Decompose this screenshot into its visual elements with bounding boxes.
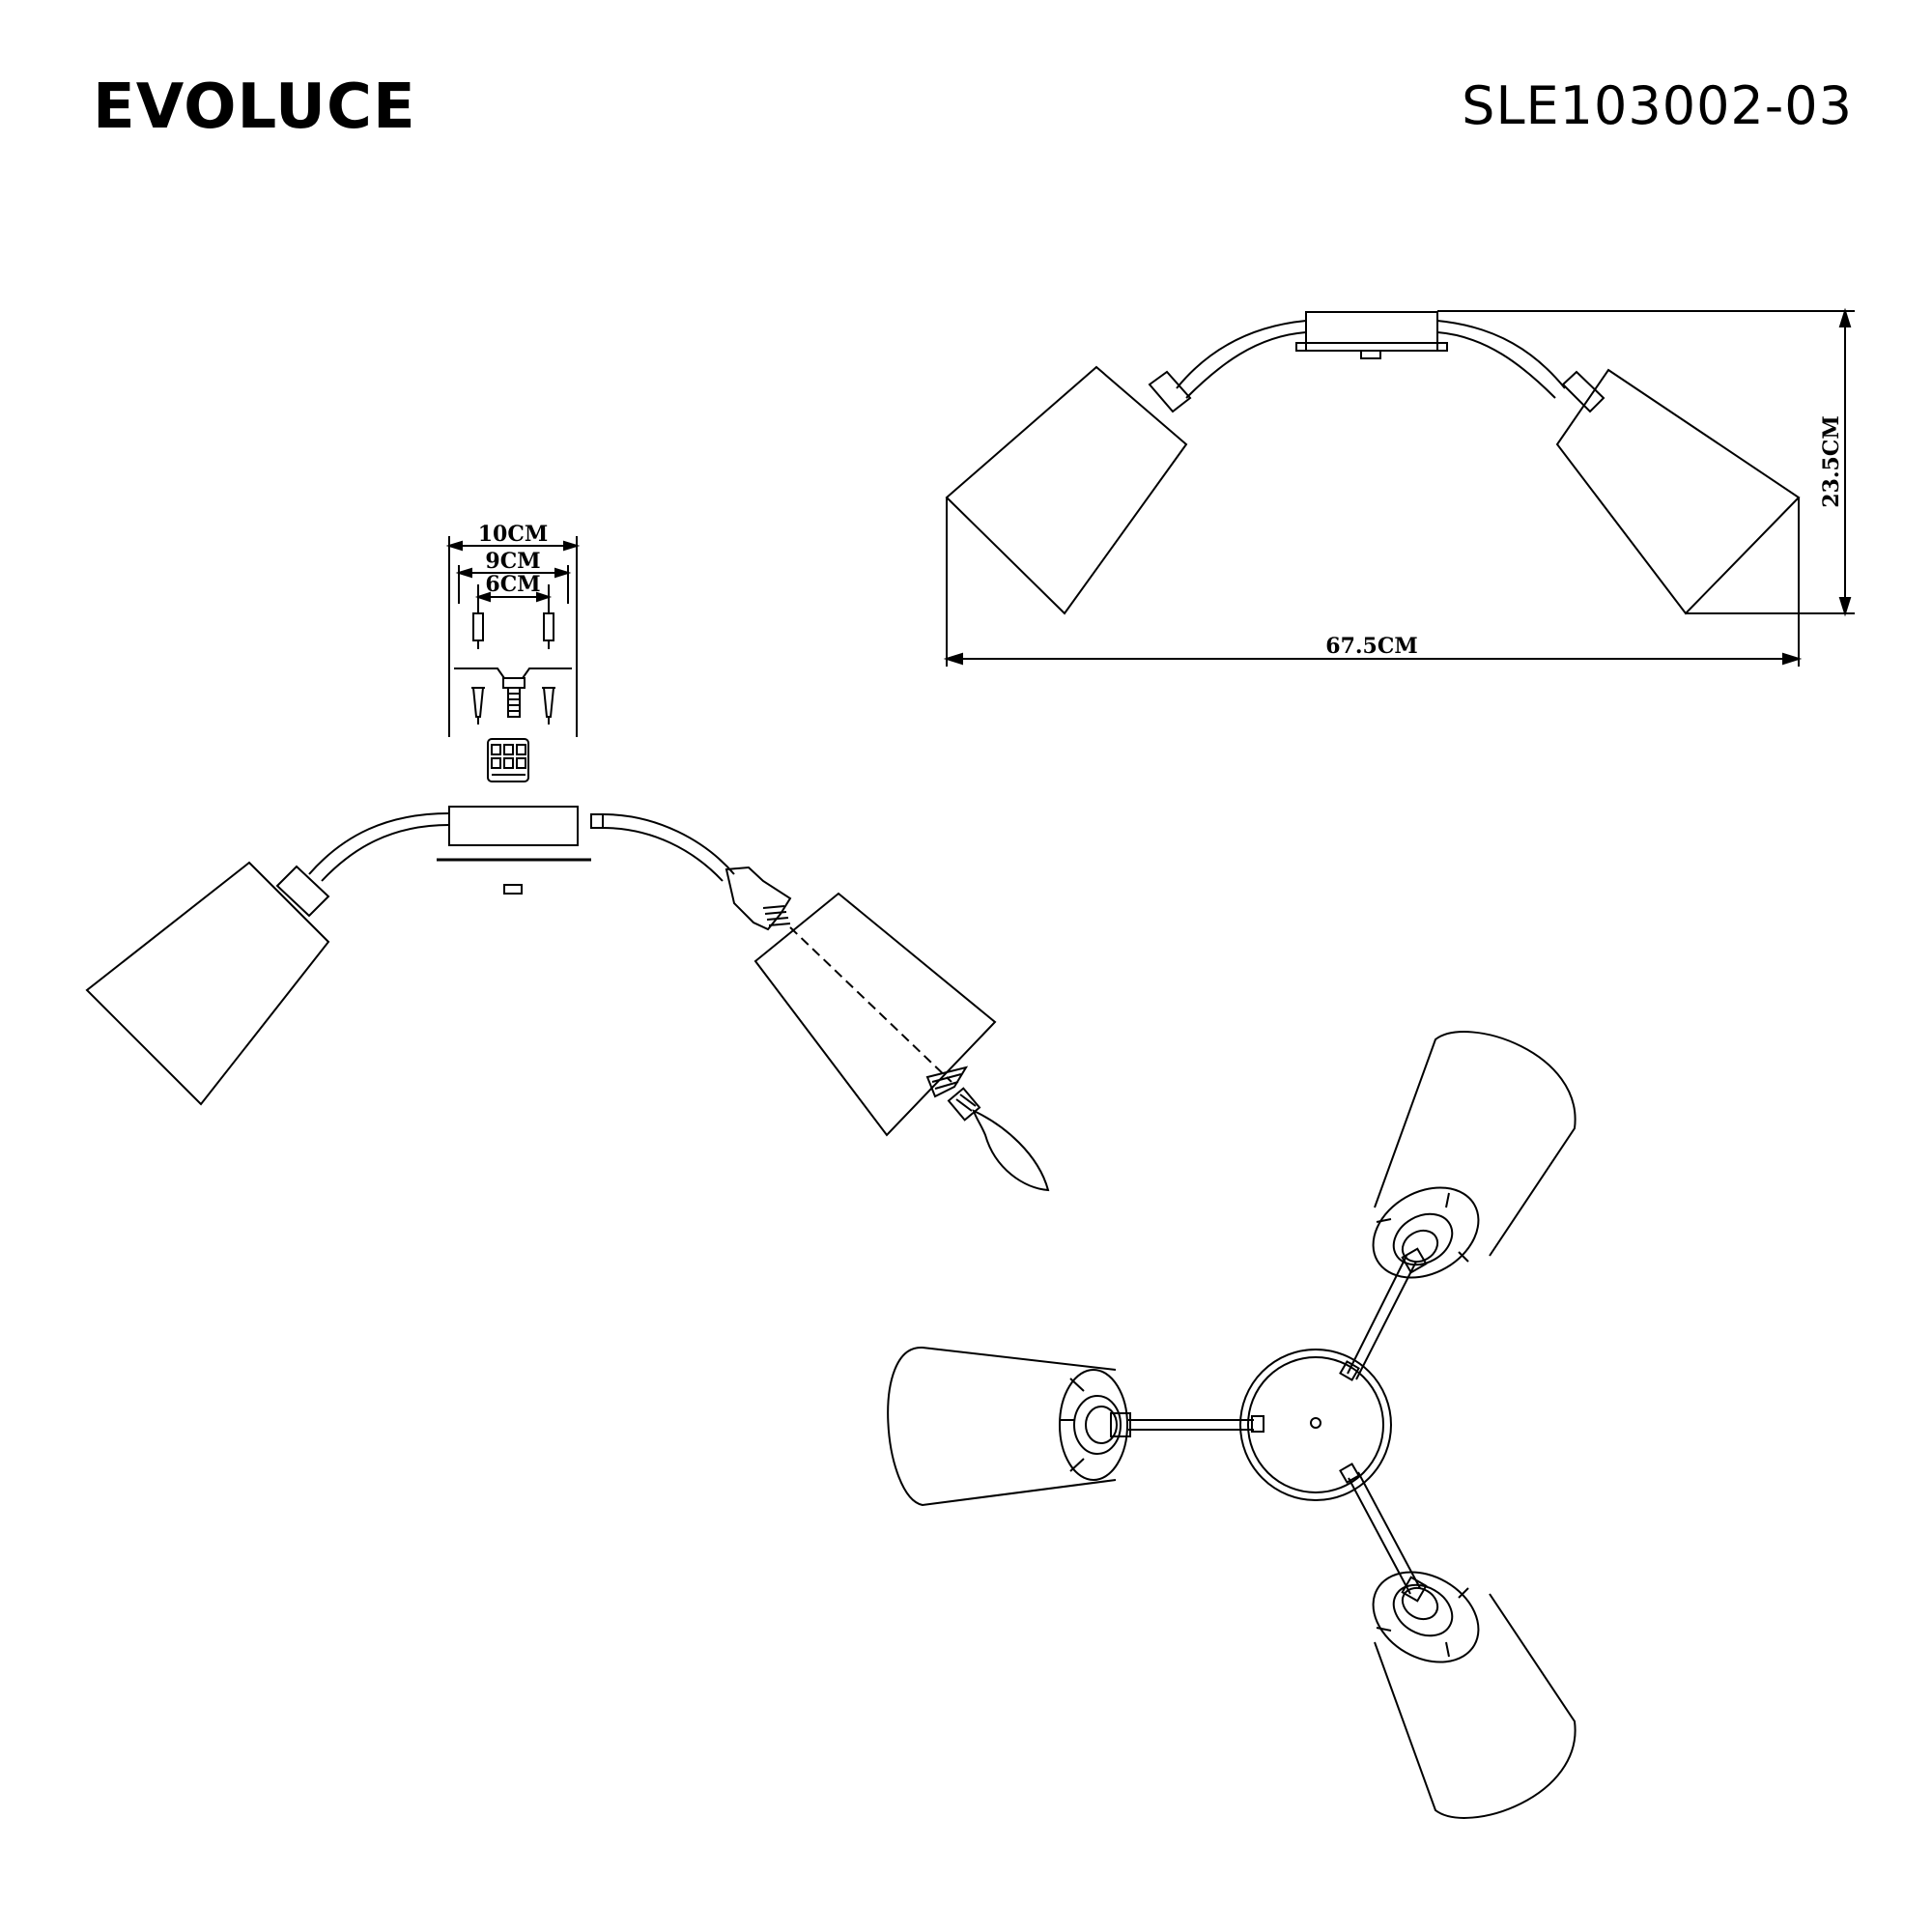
- candle-bulb: [949, 1089, 1048, 1190]
- bracket-arrow: [478, 593, 490, 601]
- bracket-dim-10-label: 10CM: [478, 522, 548, 547]
- bracket-dim-9-label: 9CM: [485, 549, 540, 574]
- model-number: SLE103002-03: [1462, 75, 1853, 136]
- mounting-bracket: [454, 668, 572, 678]
- exploded-right-shade: [755, 894, 995, 1135]
- exploded-canopy: [449, 807, 578, 845]
- front-view-right-socket: [1563, 372, 1604, 412]
- exploded-right-arm-inner: [603, 828, 723, 881]
- screw-left: [471, 688, 485, 724]
- dim-height-label: 23.5CM: [1819, 415, 1844, 507]
- dim-height-arrow-top: [1840, 311, 1850, 327]
- bottom-view-arm-top: [1340, 1256, 1416, 1380]
- bottom-view-shade-bottom: [1357, 1554, 1576, 1818]
- exploded-right-socket: [726, 867, 790, 929]
- front-view-canopy: [1306, 312, 1437, 351]
- front-view-left-arm: [1177, 321, 1306, 388]
- bracket-arrow: [564, 542, 577, 550]
- bottom-view-canopy-inner: [1248, 1357, 1383, 1492]
- bottom-view: [888, 1032, 1575, 1818]
- dim-width-arrow-right: [1783, 654, 1799, 664]
- exploded-right-arm: [603, 814, 734, 874]
- bottom-view-arm-left: [1128, 1416, 1264, 1432]
- front-view-left-socket: [1150, 372, 1190, 412]
- front-view-canopy-plate: [1296, 343, 1447, 351]
- dim-height-arrow-bottom: [1840, 598, 1850, 613]
- dim-width-label: 67.5CM: [1325, 634, 1417, 659]
- assembly-axis: [790, 927, 952, 1082]
- front-view: 67.5CM 23.5CM: [947, 311, 1855, 667]
- wall-plug-right: [544, 604, 554, 649]
- bracket-arrow: [555, 569, 568, 577]
- bottom-view-center-screw: [1311, 1418, 1321, 1428]
- exploded-left-socket: [277, 867, 328, 916]
- bottom-view-shade-top: [1357, 1032, 1576, 1295]
- exploded-left-arm: [309, 813, 449, 874]
- bottom-view-arm-bottom: [1340, 1463, 1420, 1594]
- bracket-arrow: [459, 569, 471, 577]
- front-view-canopy-screw: [1361, 351, 1380, 358]
- bracket-dim-6-label: 6CM: [485, 572, 540, 597]
- bottom-view-canopy-outer: [1240, 1350, 1391, 1500]
- exploded-left-arm-inner: [322, 825, 449, 881]
- front-view-right-arm-inner: [1437, 332, 1555, 398]
- socket-thread: [763, 906, 790, 925]
- exploded-left-shade: [87, 863, 328, 1104]
- shade-ring: [927, 1067, 966, 1096]
- front-view-right-arm: [1437, 321, 1565, 388]
- wall-plug-left: [473, 604, 483, 649]
- dim-width-arrow-left: [947, 654, 962, 664]
- bracket-arrow: [449, 542, 462, 550]
- front-view-right-shade: [1557, 370, 1799, 613]
- exploded-view: 10CM 9CM 6CM: [87, 522, 1048, 1190]
- bracket-arrow: [537, 593, 549, 601]
- exploded-canopy-screw: [504, 885, 522, 894]
- screw-right: [542, 688, 555, 724]
- threaded-rod: [508, 688, 520, 717]
- exploded-right-arm-cap: [591, 814, 603, 828]
- front-view-left-shade: [947, 367, 1186, 613]
- front-view-left-arm-inner: [1186, 332, 1306, 398]
- bracket-nut: [503, 678, 525, 688]
- bottom-view-shade-left: [888, 1348, 1130, 1505]
- terminal-block: [488, 739, 528, 781]
- brand-title: EVOLUCE: [93, 71, 416, 143]
